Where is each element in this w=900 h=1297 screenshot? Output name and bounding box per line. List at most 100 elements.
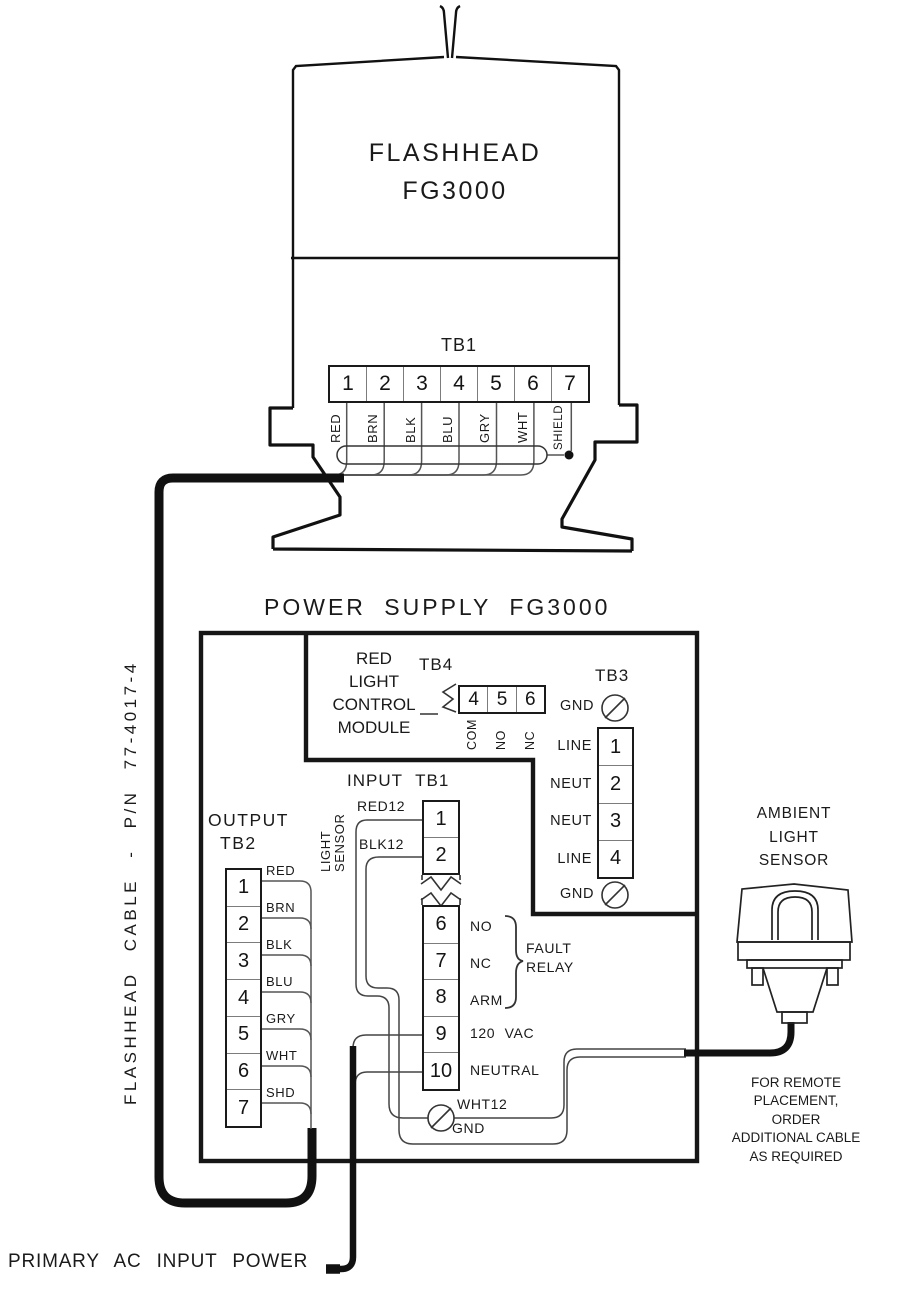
tb4-terminal: 4 bbox=[468, 688, 479, 710]
tb3-row-label: LINE bbox=[557, 738, 592, 754]
input-tb1-terminal: 8 bbox=[424, 979, 458, 1016]
red12-wire-label: RED12 bbox=[357, 798, 406, 814]
ambient-light-sensor-drawing bbox=[736, 883, 853, 1024]
flashhead-title-line2: FG3000 bbox=[402, 177, 508, 205]
shield-terminal-dot bbox=[564, 450, 574, 460]
ground-screw-icon bbox=[601, 881, 629, 909]
note-line: FOR REMOTE bbox=[751, 1075, 841, 1090]
input-tb1-terminal: 1 bbox=[435, 808, 447, 830]
input-tb1-terminal: 9 bbox=[424, 1015, 458, 1053]
output-tb2-label-line1: OUTPUT bbox=[208, 810, 289, 830]
module-label-line: RED bbox=[356, 649, 392, 668]
lightning-rod-icon bbox=[439, 4, 461, 59]
tb3-label: TB3 bbox=[595, 666, 630, 685]
tb2-wire-label: RED bbox=[266, 863, 296, 878]
tb2-terminal: 7 bbox=[227, 1089, 260, 1126]
tb3-terminal: 1 bbox=[609, 735, 622, 758]
output-tb2-wires bbox=[262, 880, 312, 1129]
light-sensor-tag-line2: SENSOR bbox=[332, 813, 347, 872]
ambient-sensor-title: AMBIENT LIGHT SENSOR bbox=[728, 802, 860, 873]
output-tb2-block: 1 2 3 4 5 6 7 bbox=[225, 868, 262, 1128]
input-tb1-terminal: 7 bbox=[424, 942, 458, 980]
tb4-wire-label-nc: NC bbox=[523, 730, 537, 750]
tb4-terminal: 6 bbox=[515, 687, 544, 712]
ground-screw-icon bbox=[601, 694, 629, 722]
tb2-terminal: 1 bbox=[237, 876, 250, 899]
sensor-wires bbox=[355, 819, 686, 1145]
primary-ac-label: PRIMARY AC INPUT POWER bbox=[8, 1251, 309, 1272]
remote-placement-note: FOR REMOTE PLACEMENT, ORDER ADDITIONAL C… bbox=[698, 1074, 894, 1166]
tb1-terminal: 2 bbox=[366, 367, 403, 401]
tb4-connector-icon bbox=[420, 683, 457, 715]
red-light-control-module-label: RED LIGHT CONTROL MODULE bbox=[303, 647, 445, 739]
primary-ac-cable bbox=[327, 1046, 357, 1273]
ambient-sensor-title-line: AMBIENT bbox=[756, 805, 832, 822]
tb3-terminal: 2 bbox=[599, 765, 632, 802]
tb3-gnd-bottom-label: GND bbox=[560, 886, 595, 902]
tb1-terminal: 3 bbox=[403, 367, 440, 401]
flashhead-outline bbox=[291, 55, 621, 408]
fault-relay-label-line1: FAULT bbox=[526, 940, 572, 956]
flashhead-base-outline bbox=[268, 403, 639, 553]
flashhead-title-line1: FLASHHEAD bbox=[368, 139, 542, 167]
flashhead-title: FLASHHEAD FG3000 bbox=[330, 139, 580, 206]
note-line: AS REQUIRED bbox=[749, 1148, 843, 1164]
note-line: PLACEMENT, bbox=[753, 1093, 839, 1109]
tb2-wire-label: GRY bbox=[266, 1011, 296, 1026]
output-tb2-label-line2: TB2 bbox=[220, 833, 257, 853]
tb3-block: 1 2 3 4 bbox=[597, 727, 634, 879]
terminal10-label: NEUTRAL bbox=[470, 1062, 540, 1078]
flashhead-cable-label: FLASHHEAD CABLE - P/N 77-4017-4 bbox=[121, 660, 140, 1105]
ambient-sensor-title-line: SENSOR bbox=[758, 852, 830, 869]
input-tb1-terminal: 6 bbox=[435, 913, 447, 936]
note-line: ADDITIONAL CABLE bbox=[731, 1130, 861, 1146]
tb1-terminal: 6 bbox=[514, 367, 551, 401]
tb3-row-label: NEUT bbox=[550, 776, 592, 792]
terminal6-label: NO bbox=[470, 918, 493, 934]
tb3-row-label: LINE bbox=[557, 851, 592, 867]
terminal9-label: 120 VAC bbox=[470, 1025, 535, 1041]
tb2-wire-label: WHT bbox=[266, 1048, 298, 1063]
tb4-label: TB4 bbox=[419, 655, 454, 674]
terminal7-label: NC bbox=[470, 955, 492, 971]
ground-screw-icon bbox=[427, 1104, 455, 1132]
wire-label-gry: GRY bbox=[477, 413, 492, 443]
tb2-terminal: 2 bbox=[227, 905, 260, 943]
wire-label-shield: SHIELD bbox=[553, 404, 565, 450]
wire-label-blk: BLK bbox=[403, 416, 418, 443]
input-tb1-block-bottom: 6 7 8 9 10 bbox=[422, 905, 460, 1091]
tb4-terminal: 5 bbox=[487, 687, 515, 712]
input-tb1-label: INPUT TB1 bbox=[347, 771, 450, 790]
input-tb1-block-top: 1 2 bbox=[422, 800, 460, 875]
wire-label-blu: BLU bbox=[440, 415, 455, 443]
tb2-terminal: 3 bbox=[227, 942, 260, 979]
fault-relay-label-line2: RELAY bbox=[526, 959, 574, 975]
tb2-wire-label: BLK bbox=[266, 937, 293, 952]
terminal-block-break-icon bbox=[420, 875, 462, 908]
tb4-wire-label-no: NO bbox=[494, 730, 508, 750]
blk12-wire-label: BLK12 bbox=[359, 836, 405, 852]
sensor-cable bbox=[684, 1022, 795, 1057]
tb3-gnd-top-label: GND bbox=[560, 698, 595, 714]
wire-label-brn: BRN bbox=[365, 413, 380, 443]
tb2-wire-label: SHD bbox=[266, 1085, 296, 1100]
tb2-terminal: 6 bbox=[227, 1052, 260, 1090]
tb3-terminal: 3 bbox=[599, 802, 632, 840]
ambient-sensor-title-line: LIGHT bbox=[769, 828, 819, 846]
power-supply-title: POWER SUPPLY FG3000 bbox=[264, 594, 611, 620]
module-compartment-line bbox=[303, 633, 697, 917]
note-line: ORDER bbox=[771, 1111, 821, 1127]
gnd-screw-label: GND bbox=[452, 1120, 485, 1136]
cable-sheath bbox=[336, 445, 548, 465]
module-label-line: MODULE bbox=[337, 718, 411, 737]
tb4-block: 4 5 6 bbox=[458, 685, 546, 714]
fault-relay-brace bbox=[504, 915, 524, 1009]
tb1-terminal: 5 bbox=[477, 367, 514, 401]
tb4-wire-label-com: COM bbox=[465, 719, 479, 750]
tb3-terminal: 4 bbox=[599, 839, 632, 877]
wire-label-red: RED bbox=[328, 413, 343, 443]
module-label-line: CONTROL bbox=[332, 695, 416, 714]
input-tb1-terminal: 2 bbox=[424, 837, 458, 873]
